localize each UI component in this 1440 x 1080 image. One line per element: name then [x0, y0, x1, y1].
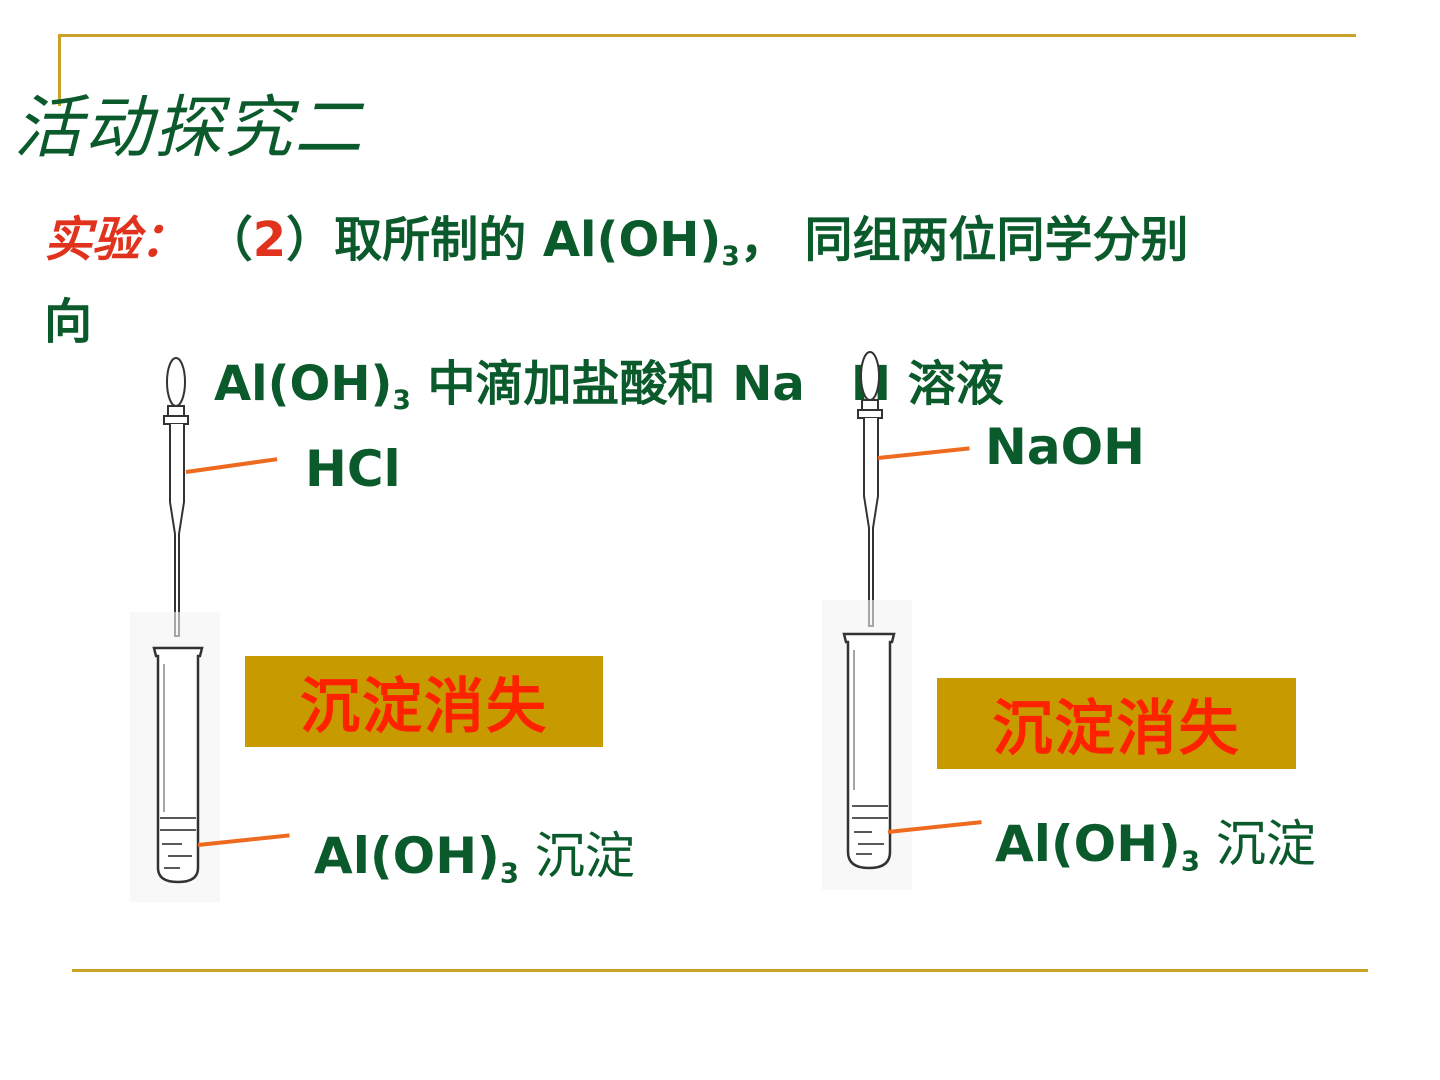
top-border-line	[58, 34, 1356, 37]
line3-text-b: 中滴加盐酸和 Na	[410, 356, 805, 412]
left-border-line	[58, 34, 61, 106]
right-test-tube-icon	[822, 600, 912, 890]
right-precipitate-formula: Al(OH)	[995, 815, 1181, 873]
bottom-border-line	[72, 969, 1368, 972]
line1-text-b: ， 同组两位同学分别	[739, 212, 1189, 268]
line3-text-a: Al(OH)	[214, 356, 393, 412]
right-reagent-label: NaOH	[985, 418, 1145, 476]
experiment-colon: ：	[140, 212, 189, 268]
paren-close: ）	[286, 212, 335, 268]
left-result-box: 沉淀消失	[245, 656, 603, 747]
left-reagent-label: HCl	[305, 440, 401, 498]
right-dropper-icon	[857, 351, 883, 627]
line3-subscript: 3	[392, 385, 411, 417]
left-dropper-icon	[163, 357, 189, 637]
right-precipitate-label: Al(OH)3 沉淀	[995, 804, 1316, 878]
experiment-line-2: 向	[44, 294, 93, 350]
left-precipitate-label: Al(OH)3 沉淀	[314, 816, 635, 890]
line1-text-a: 取所制的 Al(OH)	[334, 212, 722, 268]
right-result-text: 沉淀消失	[992, 694, 1241, 764]
experiment-label: 实验	[44, 212, 141, 268]
left-precipitate-word: 沉淀	[519, 827, 635, 885]
right-precipitate-subscript: 3	[1180, 845, 1201, 878]
experiment-line-1: 实验： （2）取所制的 Al(OH)3， 同组两位同学分别	[44, 200, 1188, 272]
left-precipitate-formula: Al(OH)	[314, 827, 500, 885]
experiment-number: 2	[252, 212, 287, 268]
slide-title: 活动探究二	[14, 89, 365, 168]
left-result-text: 沉淀消失	[300, 672, 548, 742]
line1-subscript: 3	[721, 241, 740, 273]
paren-open: （	[204, 212, 253, 268]
left-precipitate-subscript: 3	[499, 857, 520, 890]
right-precipitate-word: 沉淀	[1200, 815, 1316, 873]
left-test-tube-icon	[130, 612, 220, 902]
right-result-box: 沉淀消失	[937, 678, 1296, 769]
